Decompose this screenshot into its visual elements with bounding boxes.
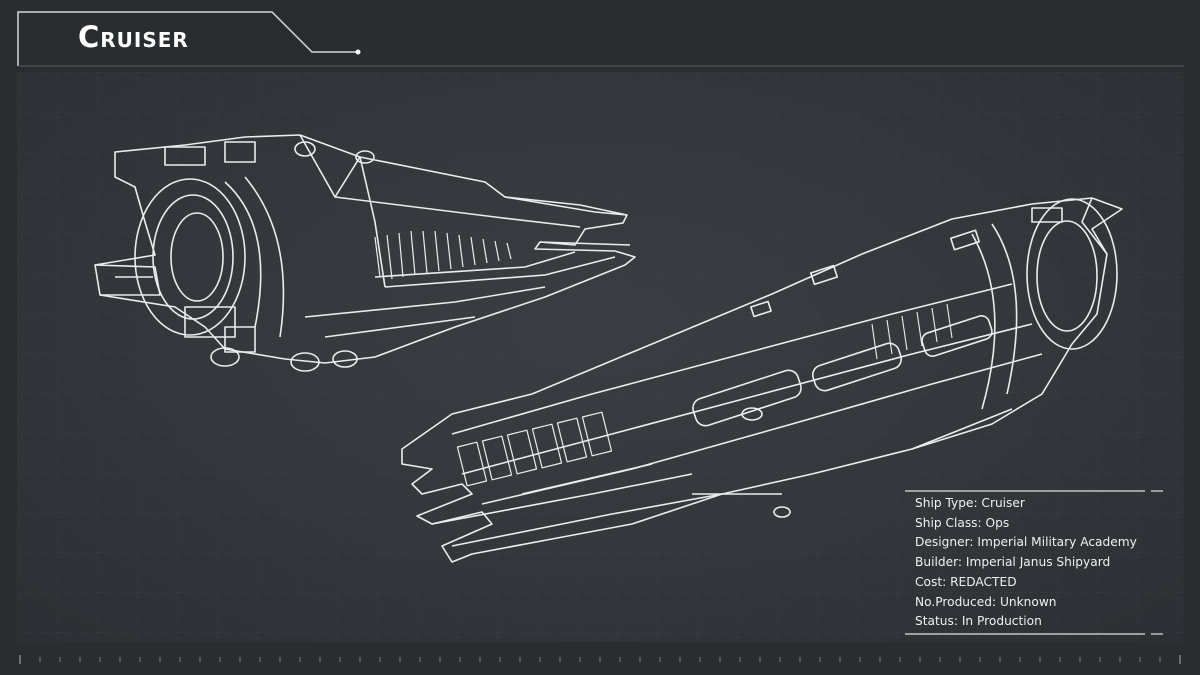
cruiser-front-view [401,197,1123,563]
spec-cost: Cost: REDACTED [915,574,1017,589]
spec-produced: No.Produced: Unknown [915,594,1057,609]
blueprint-panel [17,72,1184,642]
cruiser-rear-view [94,134,636,372]
ship-specs: Ship Type: Cruiser Ship Class: Ops Desig… [915,494,1155,632]
page-title: Cruiser [78,20,189,54]
spec-builder: Builder: Imperial Janus Shipyard [915,555,1111,570]
spec-ship-type: Ship Type: Cruiser [915,496,1025,510]
specs-frame [905,490,1163,635]
spec-ship-class: Ship Class: Ops [915,515,1010,530]
spec-designer: Designer: Imperial Military Academy [915,535,1137,550]
spec-status: Status: In Production [915,614,1042,629]
